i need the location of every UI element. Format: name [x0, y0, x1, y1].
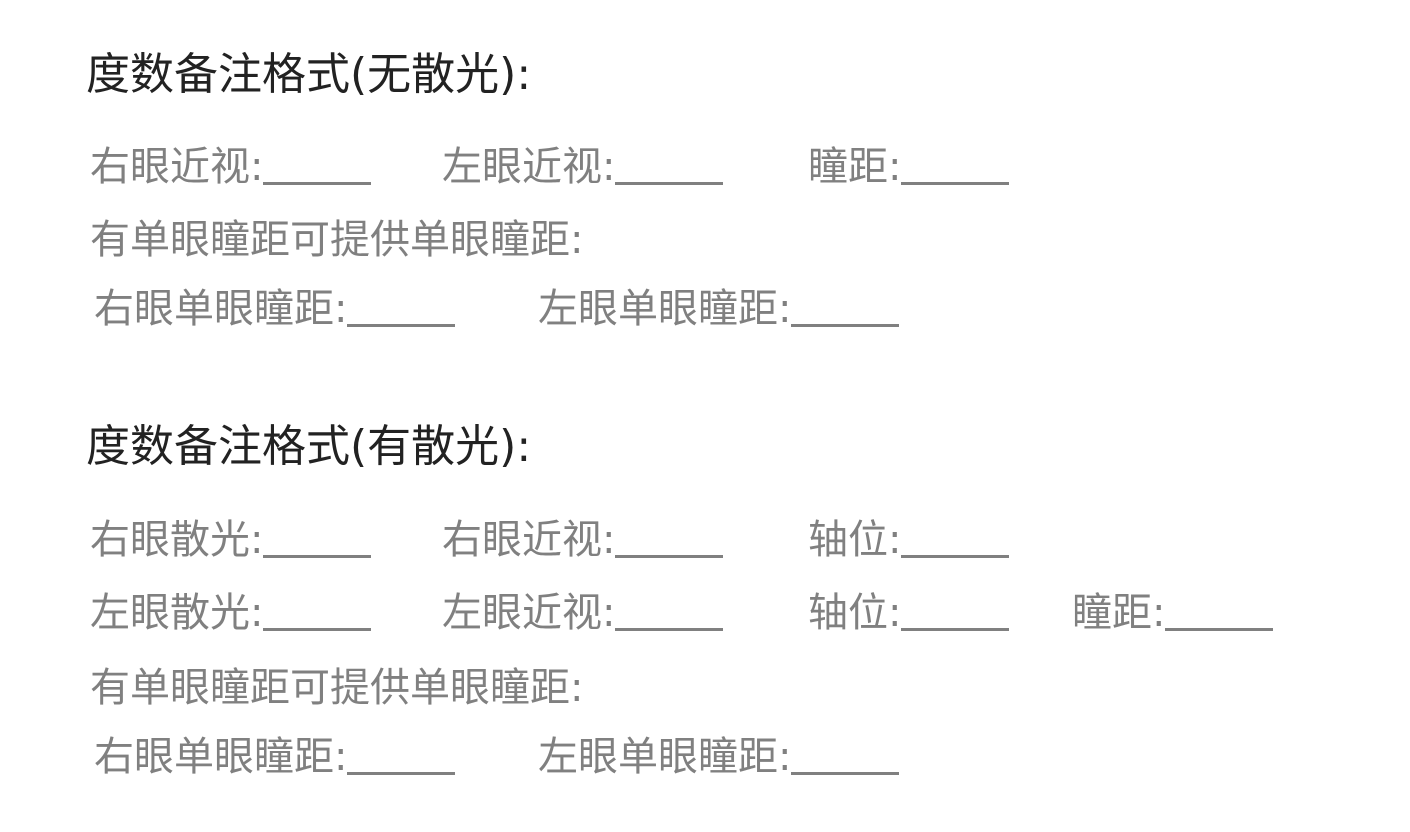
field-right-myopia: 右眼近视: [442, 515, 724, 565]
field-left-axis: 轴位: [808, 588, 1010, 638]
field-label: 轴位: [808, 590, 902, 636]
field-left-monocular-pd: 左眼单眼瞳距: [538, 284, 900, 334]
fill-blank [263, 515, 372, 558]
field-label: 右眼近视: [442, 517, 616, 563]
field-right-axis: 轴位: [808, 515, 1010, 565]
field-label: 瞳距: [808, 144, 902, 190]
section-title-with-astigmatism: 度数备注格式(有散光): [86, 421, 532, 472]
fill-blank [901, 588, 1010, 631]
field-pupil-distance: 瞳距: [1072, 588, 1274, 638]
fill-blank [791, 284, 900, 327]
section-title-no-astigmatism: 度数备注格式(无散光): [86, 49, 532, 100]
fill-blank [615, 588, 724, 631]
field-pupil-distance: 瞳距: [808, 142, 1010, 192]
field-label: 右眼近视: [90, 144, 264, 190]
field-right-astigmatism: 右眼散光: [90, 515, 372, 565]
fill-blank [347, 732, 456, 775]
fill-blank [615, 515, 724, 558]
fill-blank [615, 142, 724, 185]
field-label: 左眼近视: [442, 144, 616, 190]
field-left-astigmatism: 左眼散光: [90, 588, 372, 638]
monocular-pd-note: 有单眼瞳距可提供单眼瞳距: [90, 217, 584, 263]
field-label: 左眼散光: [90, 590, 264, 636]
field-label: 左眼单眼瞳距: [538, 286, 792, 332]
fill-blank [1165, 588, 1274, 631]
fill-blank [901, 142, 1010, 185]
monocular-pd-note: 有单眼瞳距可提供单眼瞳距: [90, 665, 584, 711]
field-label: 右眼单眼瞳距: [94, 734, 348, 780]
field-right-myopia: 右眼近视: [90, 142, 372, 192]
field-label: 左眼近视: [442, 590, 616, 636]
field-left-monocular-pd: 左眼单眼瞳距: [538, 732, 900, 782]
field-label: 右眼单眼瞳距: [94, 286, 348, 332]
field-left-myopia: 左眼近视: [442, 142, 724, 192]
fill-blank [901, 515, 1010, 558]
field-left-myopia: 左眼近视: [442, 588, 724, 638]
field-label: 瞳距: [1072, 590, 1166, 636]
fill-blank [791, 732, 900, 775]
field-right-monocular-pd: 右眼单眼瞳距: [94, 732, 456, 782]
field-label: 左眼单眼瞳距: [538, 734, 792, 780]
field-label: 右眼散光: [90, 517, 264, 563]
fill-blank [263, 588, 372, 631]
fill-blank [347, 284, 456, 327]
field-label: 轴位: [808, 517, 902, 563]
field-right-monocular-pd: 右眼单眼瞳距: [94, 284, 456, 334]
fill-blank [263, 142, 372, 185]
